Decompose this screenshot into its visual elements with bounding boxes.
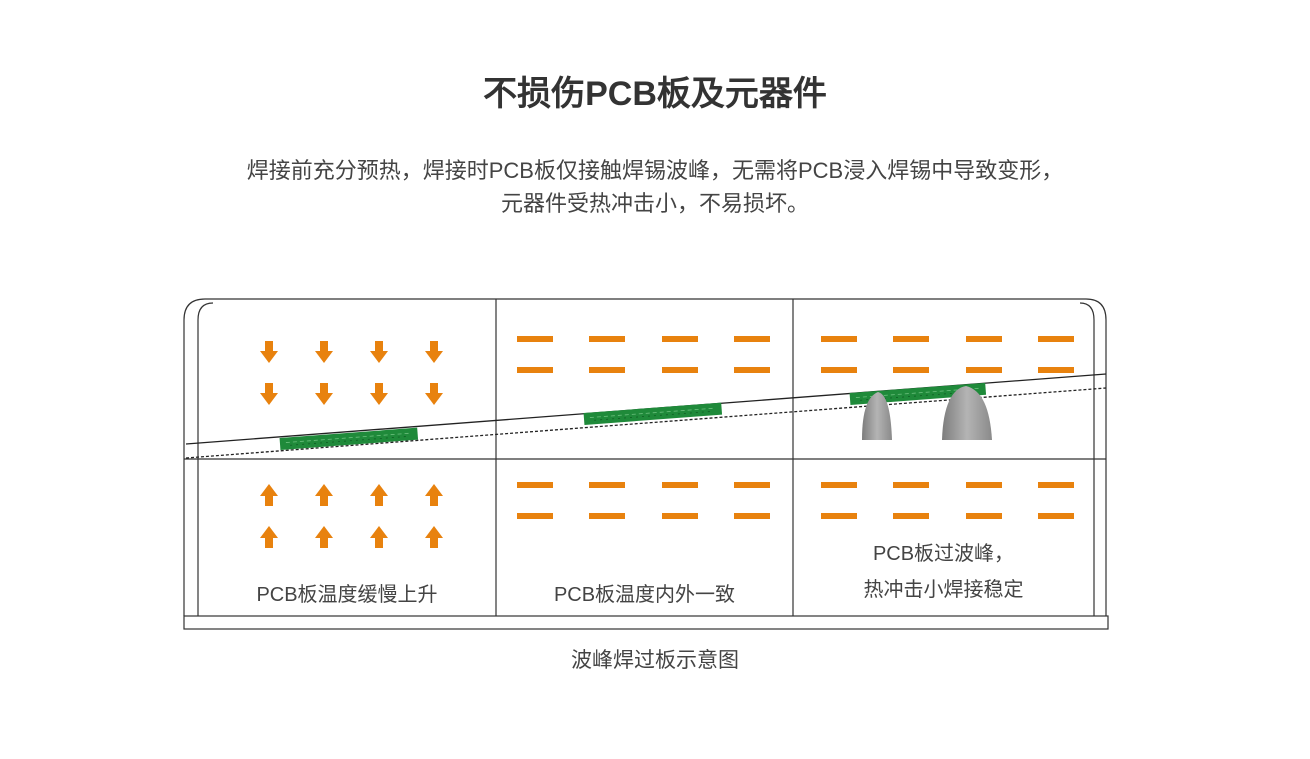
arrow-down-icon bbox=[315, 341, 333, 363]
dash-icon bbox=[734, 482, 770, 488]
diagram-caption: 波峰焊过板示意图 bbox=[571, 649, 739, 672]
arrow-down-icon bbox=[425, 341, 443, 363]
arrow-down-icon bbox=[260, 383, 278, 405]
dash-icon bbox=[734, 367, 770, 373]
conveyor-bottom-line bbox=[185, 387, 1107, 459]
dash-icon bbox=[1038, 513, 1074, 519]
description-line-1: 焊接前充分预热，焊接时PCB板仅接触焊锡波峰，无需将PCB浸入焊锡中导致变形， bbox=[246, 158, 1064, 183]
dash-icon bbox=[734, 336, 770, 342]
dash-icon bbox=[966, 336, 1002, 342]
dash-icon bbox=[662, 367, 698, 373]
dash-icon bbox=[1038, 367, 1074, 373]
dash-icon bbox=[893, 513, 929, 519]
arrow-up-icon bbox=[425, 526, 443, 548]
dash-icon bbox=[966, 367, 1002, 373]
arrow-down-icon bbox=[370, 383, 388, 405]
dash-icon bbox=[589, 367, 625, 373]
arrow-down-icon bbox=[260, 341, 278, 363]
dash-icon bbox=[821, 482, 857, 488]
pcb-board bbox=[279, 427, 419, 450]
solder-waves bbox=[862, 386, 992, 440]
dash-icon bbox=[589, 513, 625, 519]
arrow-up-icon bbox=[260, 484, 278, 506]
dash-icon bbox=[662, 513, 698, 519]
arrow-down-icon bbox=[425, 383, 443, 405]
arrow-up-icon bbox=[370, 526, 388, 548]
arrow-up-icon bbox=[370, 484, 388, 506]
dash-icon bbox=[517, 336, 553, 342]
dash-icon bbox=[893, 367, 929, 373]
dash-icon bbox=[589, 482, 625, 488]
arrow-up-icon bbox=[315, 484, 333, 506]
dash-icon bbox=[517, 482, 553, 488]
dash-icon bbox=[1038, 336, 1074, 342]
oven-frame bbox=[183, 298, 1109, 630]
dash-icon bbox=[589, 336, 625, 342]
heat-indicators bbox=[260, 336, 1074, 548]
dash-icon bbox=[734, 513, 770, 519]
dash-icon bbox=[662, 482, 698, 488]
solder-wave bbox=[862, 392, 892, 440]
arrow-up-icon bbox=[425, 484, 443, 506]
dash-icon bbox=[821, 513, 857, 519]
dash-icon bbox=[821, 336, 857, 342]
arrow-down-icon bbox=[315, 383, 333, 405]
dash-icon bbox=[966, 482, 1002, 488]
dash-icon bbox=[1038, 482, 1074, 488]
zone-3-label: PCB板过波峰， 热冲击小焊接稳定 bbox=[863, 543, 1024, 601]
pcb-board bbox=[583, 402, 723, 425]
description: 焊接前充分预热，焊接时PCB板仅接触焊锡波峰，无需将PCB浸入焊锡中导致变形， … bbox=[0, 154, 1310, 220]
dash-icon bbox=[517, 513, 553, 519]
arrow-up-icon bbox=[315, 526, 333, 548]
page-title: 不损伤PCB板及元器件 bbox=[483, 75, 827, 113]
dash-icon bbox=[893, 336, 929, 342]
solder-wave bbox=[942, 386, 992, 440]
arrow-down-icon bbox=[370, 341, 388, 363]
arrow-up-icon bbox=[260, 526, 278, 548]
description-line-2: 元器件受热冲击小，不易损坏。 bbox=[500, 191, 809, 216]
dash-icon bbox=[517, 367, 553, 373]
zone-1-label: PCB板温度缓慢上升 bbox=[256, 584, 438, 606]
zone-2-label: PCB板温度内外一致 bbox=[553, 584, 736, 606]
dash-icon bbox=[662, 336, 698, 342]
dash-icon bbox=[893, 482, 929, 488]
dash-icon bbox=[821, 367, 857, 373]
dash-icon bbox=[966, 513, 1002, 519]
